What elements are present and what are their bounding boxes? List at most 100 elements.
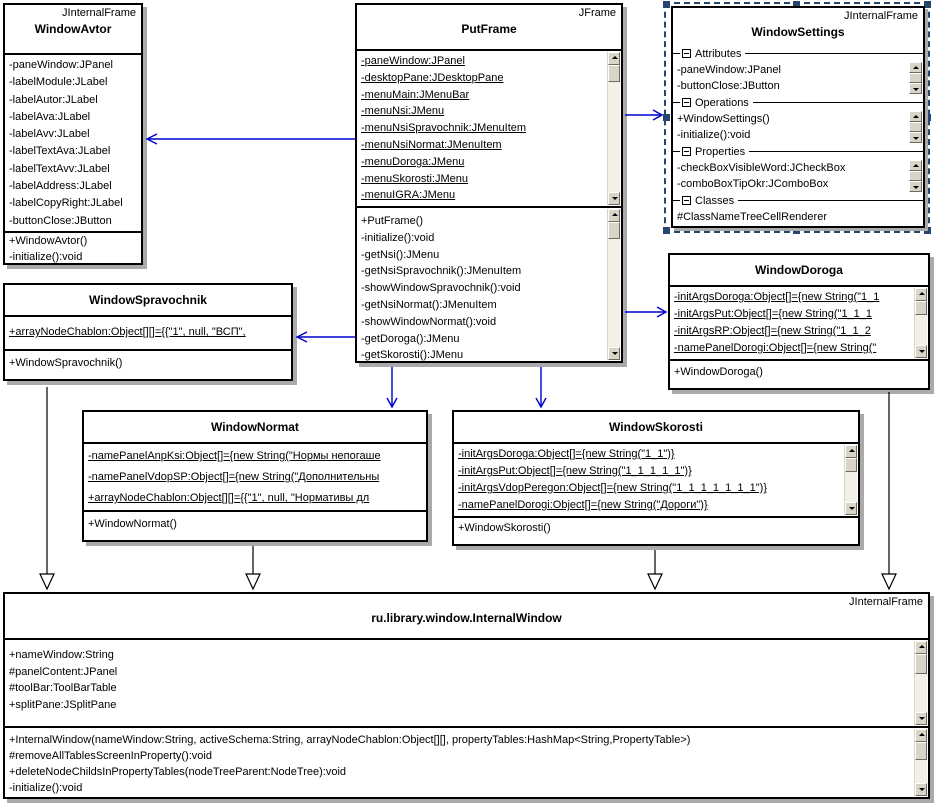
class-box-putframe[interactable]: JFrame PutFrame -paneWindow:JPanel-deskt…: [355, 3, 623, 363]
divider: [673, 200, 680, 201]
selection-handle[interactable]: [793, 227, 800, 234]
attribute-line: -paneWindow:JPanel: [677, 64, 781, 76]
methods-compartment: +WindowNormat(): [84, 510, 426, 540]
scroll-thumb[interactable]: [608, 222, 620, 239]
attribute-line: #toolBar:ToolBarTable: [9, 682, 117, 694]
scroll-down-button[interactable]: [608, 347, 620, 360]
class-box-windownormat[interactable]: WindowNormat -namePanelAnpKsi:Object[]={…: [82, 410, 428, 542]
class-box-windowavtor[interactable]: JInternalFrame WindowAvtor -paneWindow:J…: [3, 3, 143, 265]
method-line: +WindowNormat(): [88, 518, 177, 530]
scroll-down-button[interactable]: [909, 83, 922, 94]
scroll-thumb[interactable]: [915, 301, 927, 315]
selection-handle[interactable]: [663, 1, 670, 8]
divider: [673, 53, 680, 54]
triangle-arrowhead-icon: [245, 573, 261, 591]
collapse-icon[interactable]: [682, 49, 691, 58]
scroll-thumb[interactable]: [909, 122, 922, 132]
scrollbar[interactable]: [909, 62, 922, 94]
attribute-line: -menuNsiNormat:JMenuItem: [361, 138, 502, 151]
attribute-line: -namePanelDorogi:Object[]={new String("Д…: [458, 499, 708, 511]
scroll-thumb[interactable]: [909, 73, 922, 83]
scroll-down-button[interactable]: [845, 502, 857, 515]
scroll-track[interactable]: [608, 82, 620, 192]
scrollbar[interactable]: [914, 729, 927, 796]
class-box-windowdoroga[interactable]: WindowDoroga -initArgsDoroga:Object[]={n…: [668, 253, 930, 390]
class-box-internalwindow[interactable]: JInternalFrame ru.library.window.Interna…: [3, 592, 930, 799]
attribute-line: -labelModule:JLabel: [9, 76, 108, 89]
scroll-track[interactable]: [915, 760, 927, 783]
scrollbar[interactable]: [914, 641, 927, 725]
scroll-up-button[interactable]: [608, 209, 620, 222]
section-header[interactable]: Attributes: [673, 46, 923, 61]
class-name: WindowSkorosti: [609, 420, 703, 434]
scroll-up-button[interactable]: [909, 62, 922, 73]
class-box-windowsettings[interactable]: JInternalFrame WindowSettings Attributes…: [671, 6, 925, 228]
scroll-thumb[interactable]: [915, 654, 927, 674]
scroll-up-button[interactable]: [915, 641, 927, 654]
scrollbar[interactable]: [914, 288, 927, 358]
scroll-down-button[interactable]: [909, 181, 922, 192]
scroll-thumb[interactable]: [915, 742, 927, 760]
scroll-up-button[interactable]: [915, 729, 927, 742]
scrollbar[interactable]: [844, 445, 857, 515]
scroll-thumb[interactable]: [909, 171, 922, 181]
divider: [673, 102, 680, 103]
scroll-down-button[interactable]: [915, 783, 927, 796]
collapse-icon[interactable]: [682, 147, 691, 156]
section-header[interactable]: Properties: [673, 144, 923, 159]
section-header[interactable]: Operations: [673, 95, 923, 110]
scroll-up-button[interactable]: [909, 111, 922, 122]
scroll-track[interactable]: [915, 674, 927, 712]
triangle-arrowhead-icon: [647, 573, 663, 591]
attribute-line: +arrayNodeChablon:Object[][]={{"1", null…: [88, 492, 370, 504]
scroll-track[interactable]: [845, 472, 857, 502]
divider: [738, 200, 923, 201]
method-line: +WindowSettings(): [677, 113, 770, 125]
collapse-icon[interactable]: [682, 98, 691, 107]
section-header[interactable]: Classes: [673, 193, 923, 208]
attributes-compartment: -initArgsDoroga:Object[]={new String("1_…: [670, 287, 928, 359]
selection-handle[interactable]: [663, 227, 670, 234]
selection-handle[interactable]: [924, 227, 931, 234]
class-box-windowspravochnik[interactable]: WindowSpravochnik +arrayNodeChablon:Obje…: [3, 283, 293, 381]
attribute-line: -labelAvv:JLabel: [9, 128, 90, 141]
divider: [745, 53, 923, 54]
scroll-thumb[interactable]: [608, 65, 620, 82]
class-title: JInternalFrame WindowAvtor: [5, 5, 141, 55]
attributes-compartment: -initArgsDoroga:Object[]={new String("1_…: [454, 444, 858, 516]
arrowhead-left-icon: [145, 133, 158, 145]
class-box-windowskorosti[interactable]: WindowSkorosti -initArgsDoroga:Object[]=…: [452, 410, 860, 546]
scroll-track[interactable]: [915, 315, 927, 345]
selection-handle[interactable]: [793, 1, 800, 8]
collapse-icon[interactable]: [682, 196, 691, 205]
selection-handle[interactable]: [924, 113, 931, 121]
attribute-line: +nameWindow:String: [9, 649, 114, 661]
class-name: ru.library.window.InternalWindow: [371, 611, 562, 625]
attribute-line: -initArgsVdopPeregon:Object[]={new Strin…: [458, 482, 767, 494]
method-line: -showWindowSpravochnik():void: [361, 282, 521, 295]
scroll-down-button[interactable]: [915, 345, 927, 358]
selection-handle[interactable]: [924, 1, 931, 8]
attribute-line: -namePanelAnpKsi:Object[]={new String("Н…: [88, 450, 381, 462]
scroll-up-button[interactable]: [909, 160, 922, 171]
attribute-line: -initArgsPut:Object[]={new String("1_1_1…: [458, 465, 692, 477]
scrollbar[interactable]: [909, 160, 922, 192]
scroll-track[interactable]: [608, 239, 620, 347]
scroll-thumb[interactable]: [845, 458, 857, 472]
scroll-up-button[interactable]: [915, 288, 927, 301]
method-line: +WindowSkorosti(): [458, 522, 551, 534]
scrollbar[interactable]: [607, 52, 620, 205]
scroll-down-button[interactable]: [909, 132, 922, 143]
attribute-line: -labelAva:JLabel: [9, 110, 91, 123]
arrowhead-left-icon: [295, 331, 308, 343]
attribute-line: -labelTextAvv:JLabel: [9, 162, 110, 175]
scroll-up-button[interactable]: [608, 52, 620, 65]
scroll-up-button[interactable]: [845, 445, 857, 458]
scroll-down-button[interactable]: [608, 192, 620, 205]
attribute-line: -labelAutor:JLabel: [9, 93, 98, 106]
scrollbar[interactable]: [607, 209, 620, 360]
divider: [752, 102, 923, 103]
scroll-down-button[interactable]: [915, 712, 927, 725]
scrollbar[interactable]: [909, 111, 922, 143]
selection-handle[interactable]: [663, 113, 670, 121]
